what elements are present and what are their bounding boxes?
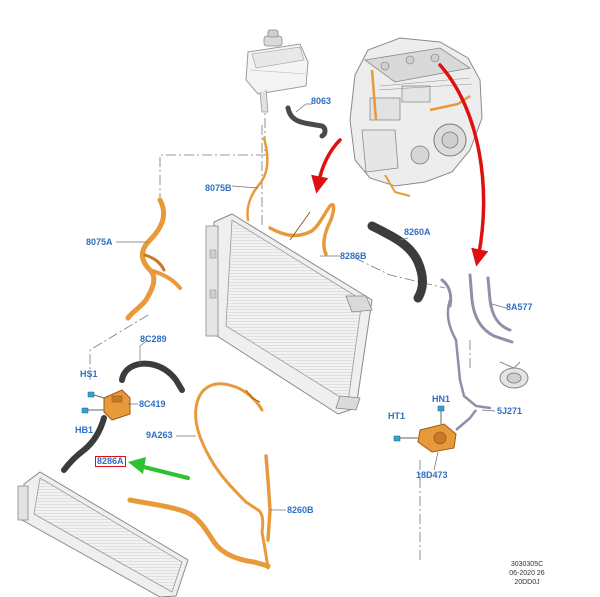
label-8286B: 8286B [340,251,367,261]
label-8A577: 8A577 [506,302,533,312]
label-8260B: 8260B [287,505,314,515]
label-HN1: HN1 [432,394,451,404]
label-8286A-highlighted: 8286A [95,456,126,467]
engine-illustration [349,37,483,197]
label-8260A: 8260A [404,227,431,237]
label-9A263: 9A263 [146,430,173,440]
hose-8260A [367,221,427,303]
label-8075A: 8075A [86,237,113,247]
clip-HT1 [393,435,418,442]
reference-line-1: 3030305C [510,561,544,568]
hose-8260B [127,497,271,569]
label-8063: 8063 [311,96,332,106]
hose-8286A [61,415,107,473]
label-HB1: HB1 [75,425,94,435]
red-arrow-icon [311,63,489,267]
clip-HB1 [81,407,104,414]
hose-8063 [285,105,328,139]
reference-line-2: 06-2020 26 [509,570,545,577]
clip-HN1 [437,405,445,424]
low-temp-radiator-illustration [17,471,189,597]
coolant-pump-illustration [417,409,477,453]
label-18D473: 18D473 [416,470,448,480]
green-arrow-icon [128,457,190,480]
hose-9A263 [194,382,270,570]
radiator-illustration [205,213,373,415]
reference-line-3: 20DD0J [514,579,540,586]
coolant-reservoir-illustration [245,29,309,113]
label-8075B: 8075B [205,183,232,193]
valve-8C419 [103,389,131,421]
label-8C289: 8C289 [140,334,167,344]
hose-8075A [125,197,167,321]
hose-8C289 [119,360,185,393]
hose-8075B [246,136,269,222]
label-HT1: HT1 [388,411,406,421]
label-leaders [116,103,507,511]
clip-HS1 [87,391,105,399]
reference-code: 3030305C 06-2020 26 20DD0J [494,560,560,587]
hose-5J271 [446,298,492,410]
outlet-fitting [499,361,529,389]
label-8C419: 8C419 [139,399,166,409]
label-HS1: HS1 [80,369,98,379]
label-5J271: 5J271 [497,406,523,416]
hose-8A577 [440,273,514,344]
hose-8286B [268,202,336,256]
